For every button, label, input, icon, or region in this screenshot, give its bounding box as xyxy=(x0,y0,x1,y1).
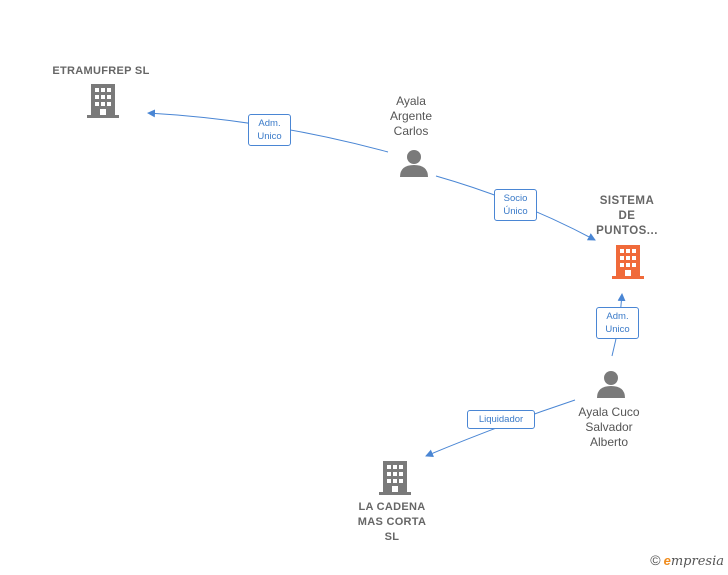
edge-label-line: Unico xyxy=(605,324,630,335)
edge-label-line: Unico xyxy=(257,131,282,142)
building-icon[interactable] xyxy=(379,461,411,495)
edge-label-line: Adm. xyxy=(258,118,281,129)
node-label-line: Salvador xyxy=(585,420,633,434)
node-label-line: Alberto xyxy=(589,435,629,449)
node-label-line: DE xyxy=(618,210,636,222)
node-label-line: Ayala xyxy=(396,94,426,108)
node-label-line: ETRAMUFREP SL xyxy=(52,65,150,77)
node-label-line: Ayala Cuco xyxy=(578,405,640,419)
building-icon[interactable] xyxy=(87,84,119,118)
node-label-line: LA CADENA xyxy=(358,501,426,513)
brand-name: mpresia xyxy=(670,554,724,569)
node-label-ayala-cuco[interactable]: Ayala Cuco Salvador Alberto xyxy=(554,405,664,450)
brand-logo-e: e xyxy=(663,553,671,568)
edge-label-line: Adm. xyxy=(606,311,629,322)
edge-label-line: Socio xyxy=(503,193,528,204)
node-label-line: PUNTOS... xyxy=(596,225,658,237)
edge-label-adm-unico: Adm. Unico xyxy=(248,114,291,146)
node-label-cadena[interactable]: LA CADENA MAS CORTA SL xyxy=(337,500,447,545)
edge-label-line: Único xyxy=(503,206,528,217)
building-icon-focus[interactable] xyxy=(612,245,644,279)
node-label-line: SL xyxy=(384,531,400,543)
node-label-line: Argente xyxy=(389,109,433,123)
footer-brand: ©empresia xyxy=(650,552,724,569)
node-label-sistema[interactable]: SISTEMA DE PUNTOS... xyxy=(572,194,682,239)
edge-label-socio-unico: Socio Único xyxy=(494,189,537,221)
edge-label-liquidador: Liquidador xyxy=(467,410,535,429)
copyright-symbol: © xyxy=(650,552,661,568)
node-label-line: SISTEMA xyxy=(599,195,655,207)
person-icon[interactable] xyxy=(597,371,625,398)
edge-label-line: Liquidador xyxy=(478,414,524,425)
edge-label-adm-unico-2: Adm. Unico xyxy=(596,307,639,339)
person-icon[interactable] xyxy=(400,150,428,177)
node-label-etramufrep[interactable]: ETRAMUFREP SL xyxy=(46,64,156,79)
node-label-line: MAS CORTA xyxy=(357,516,427,528)
node-label-line: Carlos xyxy=(393,124,429,138)
node-label-ayala-argente[interactable]: Ayala Argente Carlos xyxy=(356,94,466,139)
